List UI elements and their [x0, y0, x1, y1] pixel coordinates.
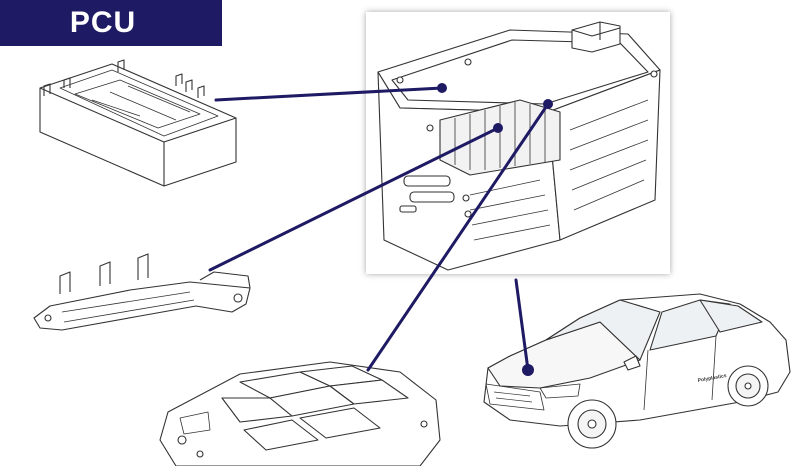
leader-lines [208, 86, 550, 372]
leader-line-board [366, 102, 550, 372]
pcu-housing [377, 21, 661, 271]
control-board [159, 361, 441, 466]
power-module-case [39, 59, 237, 187]
leader-dot-board [543, 99, 553, 109]
leader-dots [437, 83, 553, 376]
leader-dot-busbar [493, 123, 503, 133]
car-brand-label: Polyplastics [697, 373, 727, 384]
leader-line-car [514, 278, 530, 372]
title-banner: PCU [0, 0, 222, 46]
car [483, 293, 791, 449]
leader-line-busbar [208, 126, 500, 272]
page-title: PCU [69, 6, 137, 39]
leader-line-case [214, 86, 444, 102]
leader-dot-car [522, 364, 534, 376]
leader-dot-case [437, 83, 447, 93]
bus-bar [33, 253, 251, 331]
